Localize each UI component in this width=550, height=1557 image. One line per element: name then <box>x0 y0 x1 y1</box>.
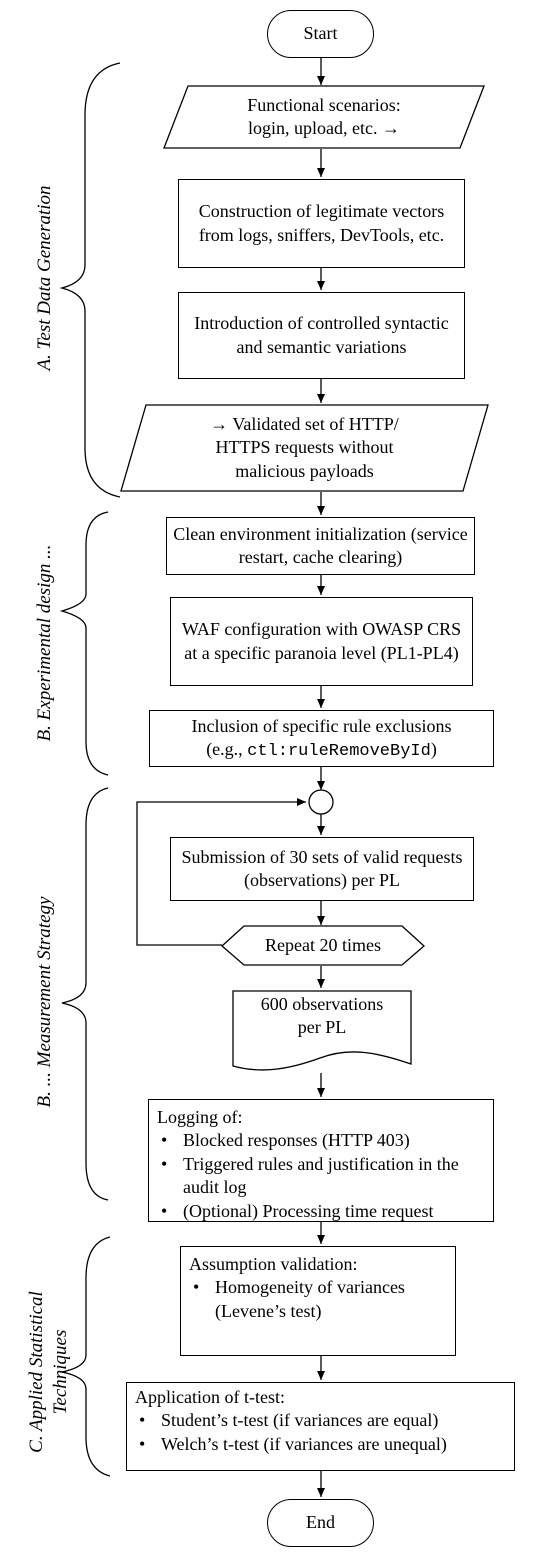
end-label: End <box>306 1512 335 1533</box>
inclusion-text: Inclusion of specific rule exclusions <box>191 715 452 736</box>
validated-parallelogram <box>120 404 489 492</box>
section-a-label: A. Test Data Generation <box>34 185 55 371</box>
introduction-box: Introduction of controlled syntactic and… <box>178 292 465 379</box>
start-node: Start <box>267 10 374 58</box>
section-c-label: C. Applied Statistical Techniques <box>26 1291 71 1453</box>
brace-section-c <box>61 1236 111 1477</box>
application-item: Student’s t-test (if variances are equal… <box>135 1409 506 1433</box>
end-node: End <box>267 1499 374 1547</box>
inclusion-box: Inclusion of specific rule exclusions (e… <box>149 710 494 767</box>
logging-item: Triggered rules and justification in the… <box>157 1153 485 1200</box>
application-box: Application of t-test: Student’s t-test … <box>126 1382 515 1471</box>
application-title: Application of t-test: <box>135 1387 285 1407</box>
brace-section-b2 <box>61 787 109 1201</box>
introduction-text: Introduction of controlled syntactic and… <box>194 313 449 357</box>
submission-text: Submission of 30 sets of valid requests … <box>181 846 463 890</box>
inclusion-suffix: ) <box>430 738 437 759</box>
waf-configuration-text: WAF configuration with OWASP CRS at a sp… <box>181 619 462 663</box>
loop-back-arrow <box>136 798 306 946</box>
logging-title: Logging of: <box>157 1107 243 1127</box>
inclusion-example: (e.g., ctl:ruleRemoveById) <box>206 738 437 763</box>
scenarios-parallelogram <box>163 85 485 149</box>
assumption-box: Assumption validation: Homogeneity of va… <box>180 1246 456 1356</box>
assumption-list: Homogeneity of variances (Levene’s test) <box>189 1276 447 1323</box>
functional-scenarios-text: Functional scenarios: login, upload, etc… <box>247 94 401 138</box>
loop-junction-circle <box>308 789 334 815</box>
clean-environment-box: Clean environment initialization (servic… <box>166 517 475 575</box>
observations-text: 600 observations per PL <box>260 994 384 1038</box>
logging-item: Blocked responses (HTTP 403) <box>157 1129 485 1153</box>
section-b1-label: B. Experimental design ... <box>34 544 55 742</box>
validated-set-text: → Validated set of HTTP/ HTTPS requests … <box>210 414 399 481</box>
brace-section-b1 <box>59 511 109 776</box>
application-list: Student’s t-test (if variances are equal… <box>135 1409 506 1456</box>
logging-list: Blocked responses (HTTP 403) Triggered r… <box>157 1129 485 1223</box>
application-item: Welch’s t-test (if variances are unequal… <box>135 1433 506 1457</box>
observations-document-shape <box>232 990 412 1071</box>
assumption-item: Homogeneity of variances (Levene’s test) <box>189 1276 447 1323</box>
repeat-text: Repeat 20 times <box>265 934 381 955</box>
waf-configuration-box: WAF configuration with OWASP CRS at a sp… <box>170 597 473 686</box>
start-label: Start <box>303 23 338 44</box>
clean-environment-text: Clean environment initialization (servic… <box>173 523 468 567</box>
construction-text: Construction of legitimate vectors from … <box>198 201 445 245</box>
assumption-title: Assumption validation: <box>189 1254 358 1274</box>
section-b2-label: B. ... Measurement Strategy <box>34 896 55 1108</box>
logging-box: Logging of: Blocked responses (HTTP 403)… <box>148 1099 494 1223</box>
construction-box: Construction of legitimate vectors from … <box>178 179 465 268</box>
brace-section-a <box>59 62 121 498</box>
inclusion-prefix: (e.g., <box>206 738 248 759</box>
submission-box: Submission of 30 sets of valid requests … <box>170 837 474 901</box>
repeat-hexagon <box>221 925 425 966</box>
inclusion-code: ctl:ruleRemoveById <box>247 741 431 761</box>
logging-item: (Optional) Processing time request <box>157 1200 485 1224</box>
